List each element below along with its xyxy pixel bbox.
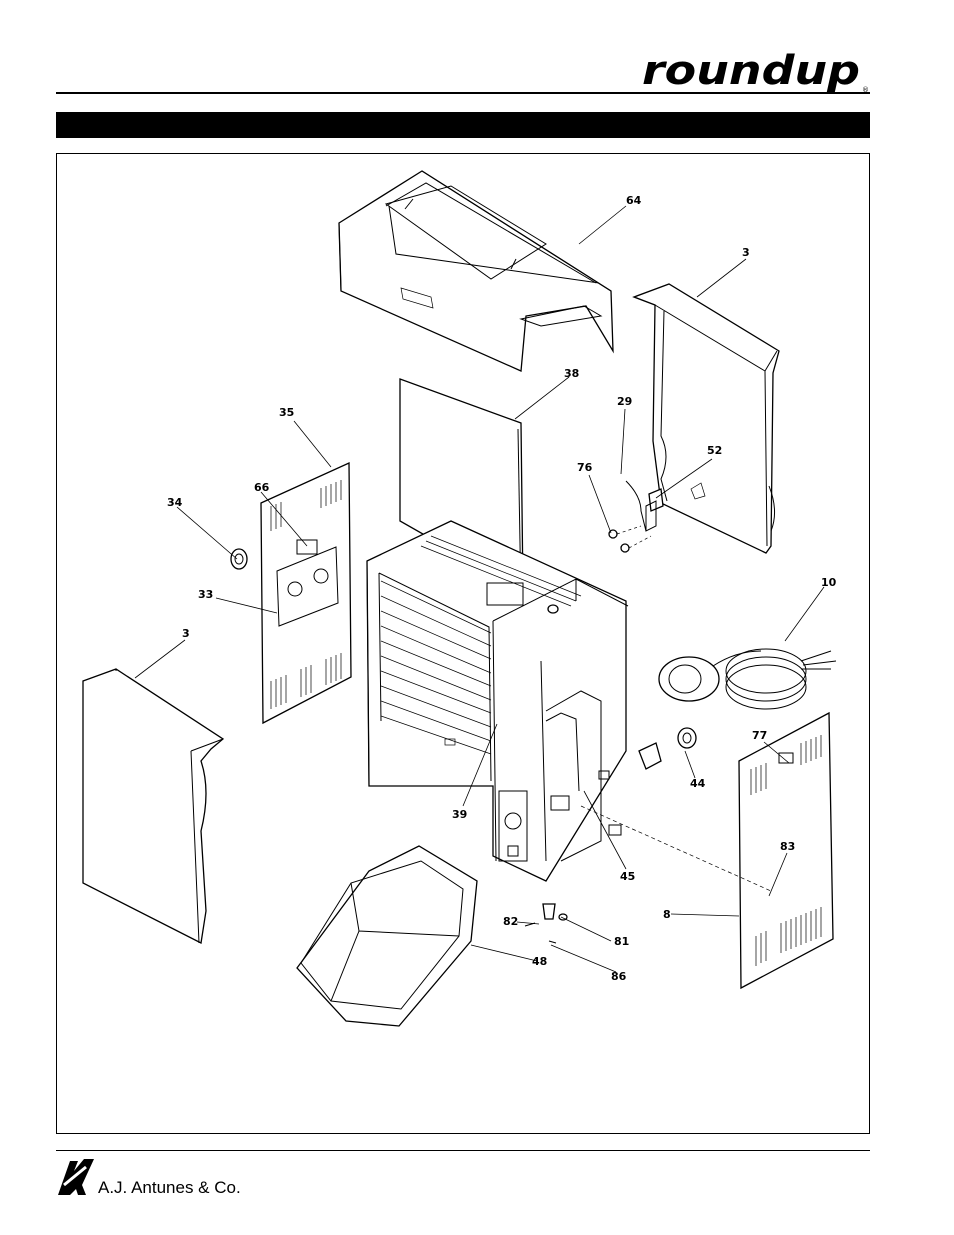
callout-81: 81	[614, 935, 629, 948]
footer-rule	[56, 1150, 870, 1151]
main-housing-part	[367, 521, 628, 881]
callout-45: 45	[620, 870, 635, 883]
callout-3-top: 3	[742, 246, 750, 259]
header-rule	[56, 92, 870, 94]
callout-33: 33	[198, 588, 213, 601]
callout-82: 82	[503, 915, 518, 928]
callout-64: 64	[626, 194, 642, 207]
callout-39: 39	[452, 808, 467, 821]
power-cord-part	[659, 649, 836, 709]
callout-3-left: 3	[182, 627, 190, 640]
callout-10: 10	[821, 576, 837, 589]
front-control-panel-part	[261, 463, 351, 723]
callout-44: 44	[690, 777, 706, 790]
left-side-panel-part	[83, 669, 223, 943]
callout-77: 77	[752, 729, 767, 742]
roundup-logo-text: roundup	[642, 50, 860, 94]
fitting-part	[639, 728, 696, 769]
callout-86: 86	[611, 970, 627, 983]
title-bar	[56, 112, 870, 138]
top-cover-part	[339, 171, 613, 371]
drip-tray-part	[297, 846, 477, 1026]
aj-antunes-logo-icon	[56, 1155, 96, 1199]
company-name: A.J. Antunes & Co.	[98, 1178, 241, 1198]
callout-34: 34	[167, 496, 183, 509]
callout-83: 83	[780, 840, 795, 853]
diagram-frame: 64 3 38 35 29 52 76 66 34 33 10 3 77 44 …	[56, 153, 870, 1134]
callout-8: 8	[663, 908, 671, 921]
callout-52: 52	[707, 444, 722, 457]
knob-part	[231, 549, 247, 569]
roundup-logo: roundup ®	[640, 50, 875, 94]
callout-76: 76	[577, 461, 593, 474]
bracket-part	[609, 481, 663, 552]
exploded-view-diagram: 64 3 38 35 29 52 76 66 34 33 10 3 77 44 …	[57, 154, 869, 1133]
callout-48: 48	[532, 955, 547, 968]
callout-29: 29	[617, 395, 632, 408]
callout-38: 38	[564, 367, 579, 380]
callout-35: 35	[279, 406, 294, 419]
callout-66: 66	[254, 481, 270, 494]
